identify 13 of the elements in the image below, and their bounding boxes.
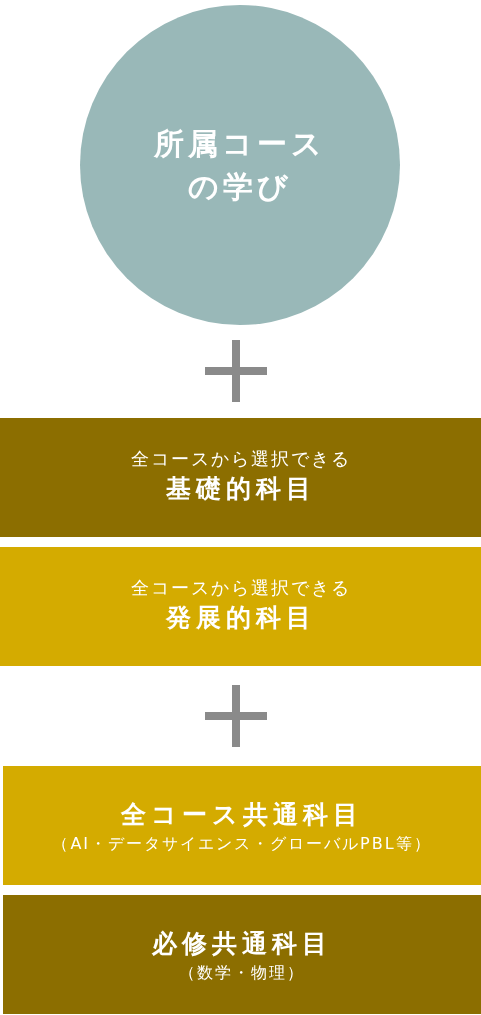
box-note: （数学・物理） bbox=[179, 962, 305, 985]
box-title: 所属コースの学び bbox=[153, 124, 327, 206]
box-title: 全コース共通科目 bbox=[121, 798, 363, 831]
course-box bbox=[0, 547, 481, 666]
box-subtitle: 全コースから選択できる bbox=[130, 576, 351, 600]
box-title: 必修共通科目 bbox=[152, 927, 332, 960]
box-subtitle: 全コースから選択できる bbox=[130, 447, 351, 471]
box-title: 発展的科目 bbox=[165, 602, 316, 635]
box-title: 基礎的科目 bbox=[165, 473, 316, 506]
box-note: （AI・データサイエンス・グローバルPBL等） bbox=[52, 833, 432, 856]
course-box bbox=[3, 766, 481, 885]
course-box bbox=[0, 418, 481, 537]
course-box bbox=[3, 895, 481, 1014]
